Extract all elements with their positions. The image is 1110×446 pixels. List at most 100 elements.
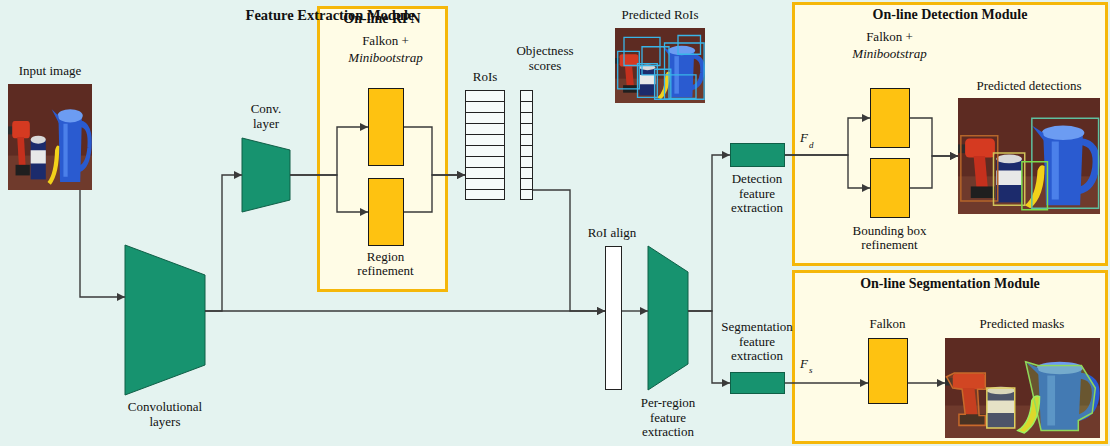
connector [785,118,870,155]
roi-align-bar: RoI align [605,246,622,390]
table-row-line [465,178,505,179]
node-label: Falkon + [835,30,945,45]
text-slot: Falkon + [835,30,945,45]
photo [8,84,92,190]
pitcher-highlight [1052,142,1059,200]
node-label: Segmentation feature extraction [713,320,801,364]
mask-outline [987,388,1015,428]
connector [688,155,730,311]
photo-background [615,28,705,103]
table-frame [521,91,533,200]
table-row-line [520,189,533,190]
detection-box [1032,118,1099,208]
connector [908,382,945,383]
text-slot: RoIs [460,70,510,85]
table-shape [465,90,505,200]
table-row-line [520,145,533,146]
node-label: RoIs [460,70,510,85]
module-panel: On-line Detection ModuleFalkon +Miniboot… [792,2,1108,266]
detection-box [994,153,1025,205]
banana [1025,165,1045,208]
mask-image: Predicted masks [945,338,1100,438]
node-label: Predicted masks [957,317,1087,332]
falkon-block: Falkon +Minibootstrap [368,88,404,166]
can-label [996,171,1022,186]
can-top [996,155,1022,164]
table-row-line [520,112,533,113]
text-slot: Falkon + [331,34,441,49]
feature-subscript: s [809,366,813,376]
node-label: Detection feature extraction [724,172,790,216]
mask-outline [947,373,986,426]
connector [910,156,958,188]
node-label: Predicted detections [954,79,1104,94]
connector [533,190,605,311]
pitcher-body [669,51,694,98]
drill-body [620,54,639,66]
text-slot: Bounding box refinement [842,224,937,253]
table-row-line [465,101,505,102]
layer-shape [125,245,205,395]
layer-trapezoid [242,138,290,212]
pitcher-body [1043,133,1083,206]
text-slot: Predicted RoIs [605,8,715,23]
text-slot: Minibootstrap [331,51,441,66]
feature-trapezoid: Per-region feature extraction [648,246,688,390]
table-row-line [520,134,533,135]
text-slot: Region refinement [348,250,423,279]
layer-trapezoid [648,246,688,390]
table-row-line [465,167,505,168]
connector [910,118,958,156]
module-title: On-line RPN [320,11,445,27]
table-row-line [465,112,505,113]
conv-trapezoid: Convolutional layers [125,245,205,395]
can-body [31,140,46,180]
photo-background [8,84,92,190]
refinement-block: Bounding box refinement [870,158,910,218]
drill-battery [971,186,995,198]
input-image: Input image [8,84,92,190]
pitcher-spout [52,109,60,124]
roi-table: RoIs [465,90,505,200]
text-slot: Predicted masks [957,317,1087,332]
text-slot: F [800,131,808,145]
node-label: Convolutional layers [118,400,213,429]
pitcher-spout [1032,126,1045,142]
node-label: Bounding box refinement [842,224,937,253]
connector [205,175,242,311]
refinement-block: Region refinement [368,178,404,246]
text-slot: Per-region feature extraction [635,396,701,440]
text-slot: d [809,141,814,151]
photo-background [958,98,1100,214]
falkon-block: Falkon [868,338,908,404]
layer-shape [648,246,688,390]
detection-box [961,136,998,201]
layer-shape [242,138,290,212]
drill-body [12,121,30,138]
text-slot: Conv. layer [241,102,291,131]
node-label: Per-region feature extraction [635,396,701,440]
pitcher-highlight [63,124,67,177]
feature-subscript: d [809,141,814,151]
roi-box [678,36,701,55]
conv-trapezoid: Conv. layer [242,138,290,212]
text-slot: Predicted detections [954,79,1104,94]
pitcher-lid [1042,126,1085,141]
connector [404,127,465,175]
drill-grip [625,66,634,87]
detection-image: Predicted detections [958,98,1100,214]
table-shape [520,90,533,200]
node-label: Falkon [858,317,918,332]
can-top [31,136,46,144]
text-slot: Objectness scores [505,44,585,73]
feature-symbol: F [800,131,808,145]
text-slot: Convolutional layers [118,400,213,429]
node-label: Region refinement [348,250,423,279]
node-label: Falkon + [331,34,441,49]
photo-background [945,338,1100,438]
table-row-line [520,123,533,124]
connector [785,155,870,188]
drill-battery [16,165,30,176]
can-label [639,75,655,84]
